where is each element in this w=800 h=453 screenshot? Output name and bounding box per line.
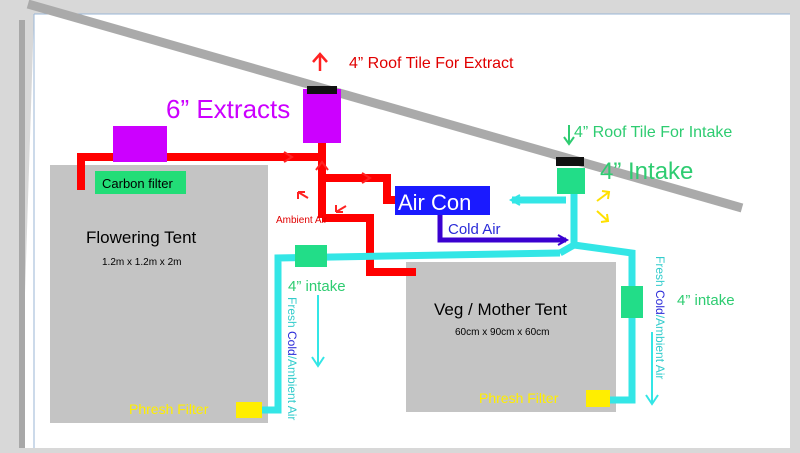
veg-tent-title: Veg / Mother Tent bbox=[434, 300, 567, 319]
yellow-arrow-1-head bbox=[601, 190, 611, 200]
yellow-arrow-1 bbox=[596, 191, 610, 202]
phresh-filter-left bbox=[236, 402, 262, 418]
extract-ducting bbox=[77, 140, 416, 276]
label-extracts: 6” Extracts bbox=[166, 94, 290, 124]
fresh-air-arrows bbox=[311, 295, 659, 406]
label-roof-tile-intake: 4” Roof Tile For Intake bbox=[574, 124, 732, 141]
fresh-air-arrow-right-head bbox=[645, 394, 659, 406]
green-arrows bbox=[563, 125, 575, 146]
arrow-up-fan bbox=[315, 160, 329, 171]
extract-duct-to-aircon bbox=[322, 174, 400, 204]
intake-arrow bbox=[508, 194, 521, 206]
carbon-filter-label-box bbox=[95, 171, 186, 194]
intake-yellow-arrows bbox=[596, 190, 611, 223]
label-air-con: Air Con bbox=[398, 190, 471, 215]
roof-tile-extract bbox=[307, 86, 337, 94]
carbon-filter-housing bbox=[113, 126, 167, 162]
intake-ducting bbox=[262, 190, 636, 414]
label-fresh-air-right: Fresh Cold/Ambient Air bbox=[653, 256, 667, 379]
cold-air-duct bbox=[437, 215, 566, 243]
label-roof-tile-extract: 4” Roof Tile For Extract bbox=[349, 55, 514, 72]
intake-duct-left bbox=[262, 249, 561, 414]
label-carbon-filter: Carbon filter bbox=[102, 176, 173, 191]
label-intake-main: 4” Intake bbox=[600, 158, 693, 185]
label-phresh-filter-left: Phresh Filter bbox=[129, 401, 209, 417]
veg-tent-size: 60cm x 90cm x 60cm bbox=[455, 327, 549, 338]
extract-fan bbox=[303, 89, 341, 143]
phresh-filter-right bbox=[586, 390, 610, 407]
yellow-arrow-2 bbox=[596, 210, 609, 222]
roof-line bbox=[26, 0, 744, 213]
veg-tent bbox=[406, 262, 616, 412]
label-intake-left: 4” intake bbox=[288, 278, 346, 295]
intake-fan-right bbox=[621, 286, 643, 318]
extract-duct-top bbox=[77, 153, 322, 190]
intake-duct-right bbox=[573, 241, 636, 404]
yellow-arrow-2-head bbox=[600, 213, 610, 223]
intake-fan-left bbox=[295, 245, 327, 267]
label-cold-air: Cold Air bbox=[448, 221, 501, 238]
roof-intake-arrow-head bbox=[563, 136, 575, 146]
extract-arrows bbox=[283, 52, 372, 213]
extract-duct-to-veg bbox=[322, 214, 416, 276]
flowering-tent-size: 1.2m x 1.2m x 2m bbox=[102, 257, 181, 268]
intake-fan-main bbox=[557, 168, 585, 194]
fresh-air-arrow-left-head bbox=[311, 356, 325, 368]
air-con-unit bbox=[395, 186, 490, 215]
flowering-tent-title: Flowering Tent bbox=[86, 228, 197, 247]
label-intake-right: 4” intake bbox=[677, 292, 735, 309]
flowering-tent bbox=[50, 165, 268, 423]
label-fresh-air-left: Fresh Cold/Ambient Air bbox=[285, 297, 299, 420]
label-phresh-filter-right: Phresh Filter bbox=[479, 390, 559, 406]
roof-extract-arrow-head bbox=[312, 52, 328, 63]
label-ambient-air: Ambient Air bbox=[276, 215, 328, 226]
roof-tile-intake bbox=[556, 157, 584, 166]
arrow-right-top bbox=[283, 151, 294, 163]
cold-air-arrow bbox=[557, 234, 570, 246]
arrow-right-mid bbox=[361, 172, 372, 184]
